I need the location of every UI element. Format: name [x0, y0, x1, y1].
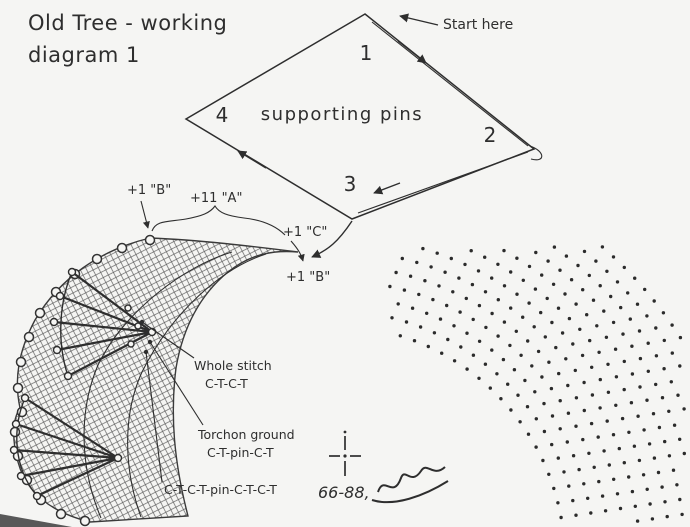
arrow-plus1c [290, 240, 305, 262]
signature-flourish [371, 466, 449, 504]
spider-motif-upper [49, 267, 157, 381]
diamond-frame [184, 13, 543, 220]
diamond-double-line-top [371, 21, 529, 147]
leader-lines [139, 319, 204, 483]
diamond-double-line-right [357, 151, 529, 214]
label-whole-stitch: Whole stitch [194, 358, 272, 373]
scan-edge-artifact [0, 514, 72, 527]
corner-number-3: 3 [344, 172, 357, 196]
leader-line-footside [145, 351, 163, 483]
leader-origin-dot [143, 349, 149, 355]
signature-text: 66-88, [318, 483, 370, 502]
start-here-arrow [399, 13, 439, 26]
corner-number-2: 2 [484, 123, 497, 147]
arrows [140, 13, 439, 262]
label-torchon-code: C-T-pin-C-T [207, 445, 274, 460]
diamond-corner-loop [529, 145, 543, 161]
annotation-c: +1 "C" [283, 225, 327, 240]
band-arc-inner-2 [127, 253, 267, 518]
registration-cross [329, 430, 361, 476]
corner-number-4: 4 [216, 103, 229, 127]
diamond-label: supporting pins [261, 104, 423, 125]
start-here-label: Start here [443, 17, 513, 33]
pin-loops [9, 234, 156, 527]
page-title-line2: diagram 1 [28, 43, 140, 67]
arrow-plus1b-top [140, 200, 150, 229]
label-torchon-ground: Torchon ground [197, 427, 295, 442]
lace-band [9, 234, 299, 527]
leader-line-whole-stitch [141, 321, 195, 359]
arrow-to-lace-start [311, 220, 353, 258]
spider-motif-lower [9, 393, 123, 501]
page-title-line1: Old Tree - working [28, 11, 227, 35]
label-footside-code: C-T-C-T-pin-C-T-C-T [164, 482, 277, 497]
direction-arrow-2-3 [373, 182, 401, 195]
lace-band-shape [13, 237, 299, 523]
pricking-dots [388, 245, 686, 523]
corner-number-1: 1 [360, 41, 373, 65]
leader-line-torchon [149, 341, 204, 426]
direction-arrow-1-2 [397, 40, 427, 64]
brace-a-span [151, 204, 286, 236]
leader-origin-dot [147, 339, 153, 345]
label-whole-stitch-code: C-T-C-T [205, 376, 248, 391]
diamond-outline [184, 13, 536, 220]
band-arc-inner-1 [83, 251, 233, 519]
annotation-b-top: +1 "B" [127, 183, 171, 198]
annotation-b-bottom: +1 "B" [286, 270, 330, 285]
annotation-a-count: +11 "A" [190, 191, 242, 206]
leader-origin-dot [139, 319, 145, 325]
direction-arrow-3-4 [237, 150, 267, 169]
